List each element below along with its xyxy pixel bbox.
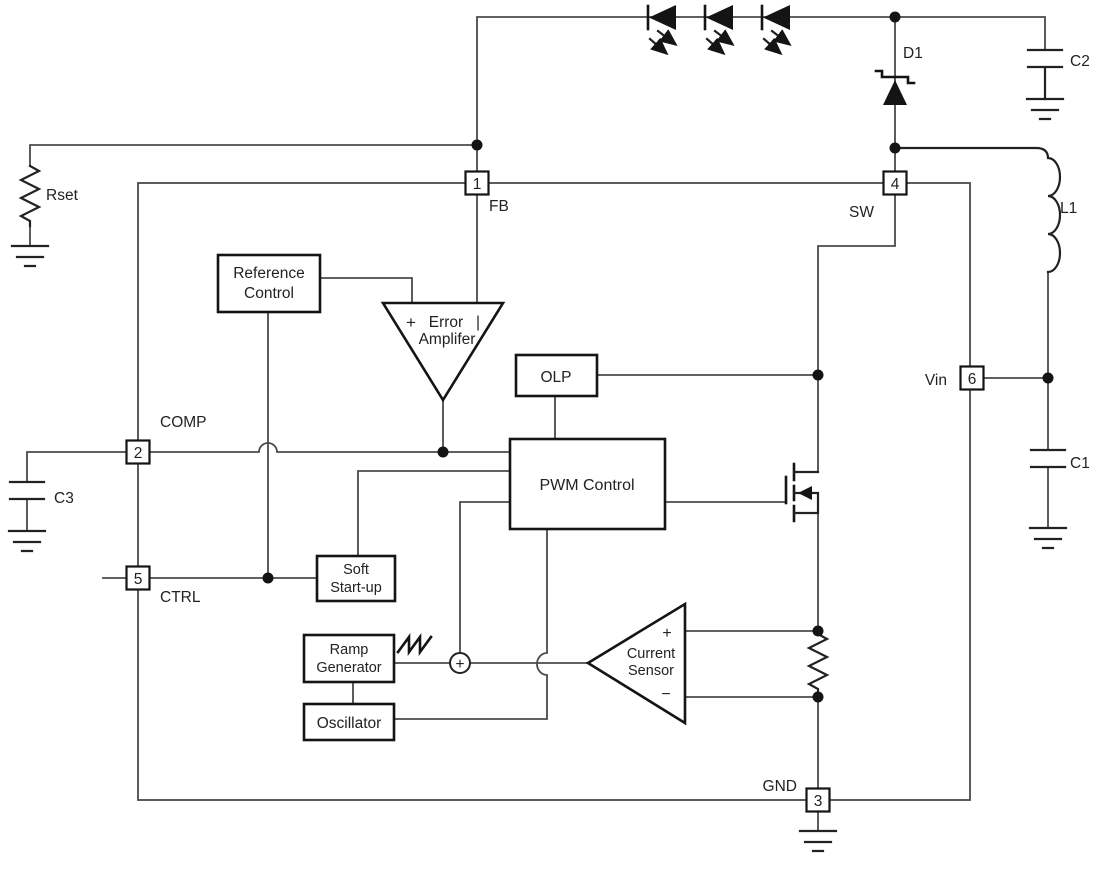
diode-d1-icon <box>874 69 916 105</box>
pin-2-number: 2 <box>134 445 143 462</box>
c1-label: C1 <box>1070 455 1090 472</box>
olp-block: OLP <box>514 353 599 398</box>
pin-label-comp: COMP <box>160 414 207 431</box>
resistor-rset-icon <box>18 164 42 228</box>
wire-olp <box>554 374 819 440</box>
junction-dot <box>889 142 901 154</box>
wire-softstart <box>357 470 511 557</box>
led-icon-2 <box>703 4 735 56</box>
pwm-control-label: PWM Control <box>539 477 634 494</box>
wire-osc-pwm <box>393 528 548 720</box>
error-amp-plus-input: + <box>406 313 416 332</box>
pin-4-number: 4 <box>891 176 900 193</box>
pin-4-sw: 4 SW <box>849 170 908 221</box>
pin-label-vin: Vin <box>925 372 947 389</box>
component-labels: Rset C3 C2 C1 L1 D1 <box>46 45 1090 507</box>
oscillator-label: Oscillator <box>317 715 382 732</box>
current-sensor-label-line1: Current <box>627 646 675 662</box>
current-sensor-minus-input: − <box>661 686 670 703</box>
pin-5-ctrl: 5 CTRL <box>125 565 201 606</box>
sawtooth-icon <box>396 633 433 656</box>
wire-rset <box>29 144 478 247</box>
wire-comp-internal <box>148 442 511 453</box>
mosfet-icon <box>784 462 820 523</box>
soft-start-label-line1: Soft <box>343 562 369 578</box>
reference-control-label-line2: Control <box>244 285 294 302</box>
error-amp-minus-input: | <box>476 314 480 331</box>
junction-dot <box>812 625 824 637</box>
pin-1-fb: 1 FB <box>464 170 509 215</box>
pin-label-gnd: GND <box>763 778 797 795</box>
led-string <box>646 4 792 56</box>
junction-dot <box>437 446 449 458</box>
capacitor-c1-icon <box>1029 448 1067 469</box>
wire-reference-ea <box>319 277 413 304</box>
ground-icon-pin3 <box>798 829 838 853</box>
error-amp-label-line2: Amplifer <box>419 331 476 348</box>
capacitor-c3-icon <box>8 480 46 501</box>
pin-label-ctrl: CTRL <box>160 589 201 606</box>
led-icon-1 <box>646 4 678 56</box>
pin-label-sw: SW <box>849 204 874 221</box>
olp-label: OLP <box>540 369 571 386</box>
soft-start-block: Soft Start-up <box>315 554 397 603</box>
error-amp-label-line1: Error <box>429 314 463 331</box>
oscillator-block: Oscillator <box>302 702 396 742</box>
pin-1-number: 1 <box>473 176 482 193</box>
wire-l1-c1 <box>982 271 1049 529</box>
l1-label: L1 <box>1060 200 1077 217</box>
current-sensor-label-line2: Sensor <box>628 663 674 679</box>
pin-6-vin: 6 Vin <box>925 365 985 391</box>
sense-resistor-icon <box>806 629 830 699</box>
junction-dot <box>812 691 824 703</box>
soft-start-label-line2: Start-up <box>330 580 382 596</box>
d1-label: D1 <box>903 45 923 62</box>
junction-dot <box>812 369 824 381</box>
pin-3-gnd: 3 GND <box>763 778 831 813</box>
ground-icon-c2 <box>1025 97 1065 121</box>
reference-control-label-line1: Reference <box>233 265 305 282</box>
c2-label: C2 <box>1070 53 1090 70</box>
reference-control-block: Reference Control <box>216 253 322 314</box>
pin-3-number: 3 <box>814 793 823 810</box>
ramp-generator-label-line1: Ramp <box>330 642 369 658</box>
junction-dot <box>471 139 483 151</box>
junction-dot <box>889 11 901 23</box>
rset-label: Rset <box>46 187 79 204</box>
wire-led-rail <box>476 16 1046 146</box>
current-sensor-block: + Current Sensor − <box>585 601 687 726</box>
c3-label: C3 <box>54 490 74 507</box>
pin-6-number: 6 <box>968 371 977 388</box>
pin-label-fb: FB <box>489 198 509 215</box>
ic-boundary <box>137 182 971 801</box>
junction-dots <box>262 11 1054 703</box>
ground-icon-c1 <box>1028 526 1068 550</box>
wire-cs-inputs <box>684 630 819 698</box>
led-icon-3 <box>760 4 792 56</box>
ramp-generator-block: Ramp Generator <box>302 633 396 684</box>
pin-5-number: 5 <box>134 571 143 588</box>
summing-junction: + <box>449 652 471 674</box>
wire-comp-external <box>26 451 128 532</box>
capacitor-c2-icon <box>1026 48 1064 101</box>
wire-sum-pwm <box>459 501 511 654</box>
junction-dot <box>262 572 274 584</box>
wire-drain <box>817 193 896 473</box>
pin-2-comp: 2 COMP <box>125 414 207 465</box>
junction-dot <box>1042 372 1054 384</box>
ground-icon-c3 <box>7 529 47 553</box>
pwm-control-block: PWM Control <box>508 437 667 531</box>
current-sensor-plus-input: + <box>662 625 671 642</box>
inductor-l1-icon <box>893 146 1062 274</box>
summing-plus-sign: + <box>455 656 464 673</box>
error-amplifier-block: + Error | Amplifer <box>380 301 506 403</box>
ground-icon-rset <box>10 244 50 268</box>
ramp-generator-label-line2: Generator <box>316 660 381 676</box>
